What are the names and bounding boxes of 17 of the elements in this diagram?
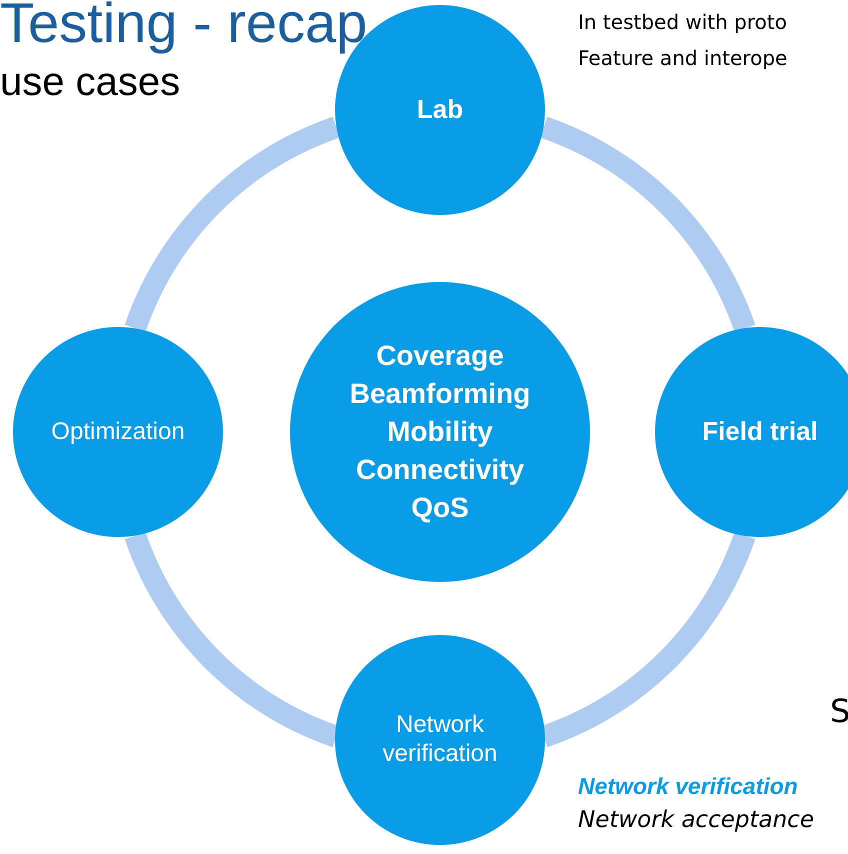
text-label: Network acceptance: [578, 807, 814, 833]
slide-title: Testing - recap: [0, 0, 368, 55]
node-label: Mobility: [387, 416, 493, 448]
node-label: Beamforming: [350, 378, 530, 410]
text-label: In testbed with proto: [578, 10, 787, 34]
text-label: Network verification: [578, 773, 798, 800]
text-label: Feature and interope: [578, 46, 788, 70]
text-label: use cases: [0, 60, 180, 105]
ring-connector: [124, 116, 340, 332]
node-label: Connectivity: [356, 454, 524, 486]
node-label: QoS: [411, 492, 469, 524]
node-label: Coverage: [376, 340, 504, 372]
node-label: Field trial: [702, 416, 818, 448]
ring-connector: [540, 116, 756, 332]
node-label: Lab: [416, 94, 464, 126]
node-label: Optimization: [51, 418, 185, 446]
node-label: Network verification: [382, 711, 498, 769]
